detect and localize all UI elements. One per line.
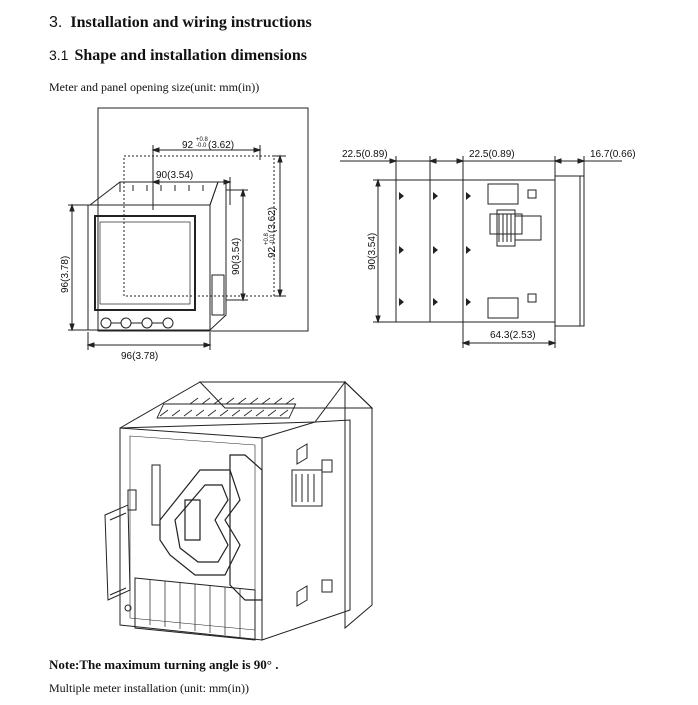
section-heading: 3. Installation and wiring instructions: [49, 14, 312, 32]
panel-cut-height-in-label: (3.62): [267, 207, 278, 233]
figure-caption: Meter and panel opening size(unit: mm(in…: [49, 80, 260, 94]
depth-label: 64.3(2.53): [490, 330, 536, 341]
display-window: [94, 215, 196, 311]
rear-3d-view: [104, 380, 374, 641]
spacing-right-label: 22.5(0.89): [469, 149, 515, 160]
section-number: 3.: [49, 14, 63, 31]
side-height-label: 90(3.54): [367, 233, 378, 270]
multiple-install-caption: Multiple meter installation (unit: mm(in…: [49, 681, 249, 695]
panel-cut-height-label: 92: [267, 246, 278, 258]
rear-clip: [211, 274, 225, 316]
panel-cut-width-tol-label: +0.8: [196, 137, 209, 143]
button-1-icon: [100, 317, 112, 329]
meter-front-bezel: [87, 204, 211, 331]
panel-cut-width-tol2-label: -0.0: [196, 143, 207, 149]
meter-stack: [395, 175, 585, 327]
side-connector: [291, 469, 323, 507]
panel-cutout: [123, 155, 275, 297]
button-2-icon: [120, 317, 132, 329]
depth-front-label: 16.7(0.66): [590, 149, 636, 160]
clamp-mechanism: [159, 454, 263, 601]
bottom-connector: [134, 577, 256, 641]
spacing-left-label: 22.5(0.89): [342, 149, 388, 160]
button-3-icon: [141, 317, 153, 329]
button-4-icon: [162, 317, 174, 329]
front-width-label: 96(3.78): [121, 351, 158, 362]
panel-cut-width-in-label: (3.62): [208, 140, 234, 151]
rear-top-face: [119, 381, 346, 429]
panel-cut-width-label: 92: [182, 140, 194, 151]
subsection-heading: 3.1 Shape and installation dimensions: [49, 47, 307, 65]
note-text: Note:The maximum turning angle is 90° .: [49, 657, 279, 672]
rear-face: [119, 427, 263, 641]
clamp-screw: [496, 209, 516, 247]
mounting-panel: [97, 107, 309, 332]
body-width-label: 90(3.54): [156, 170, 193, 181]
front-buttons: [100, 317, 174, 329]
subsection-title: Shape and installation dimensions: [74, 47, 307, 64]
panel-cut-height-tol2-label: -0.0: [270, 234, 276, 245]
front-view-drawing: [68, 107, 309, 350]
side-view-drawing: [340, 156, 622, 348]
subsection-number: 3.1: [49, 47, 69, 63]
body-height-label: 90(3.54): [231, 238, 242, 275]
rear-side-face: [261, 419, 351, 641]
panel-cut-height-tol-label: +0.8: [264, 232, 270, 245]
clip-triangles: [399, 192, 471, 306]
left-clip: [104, 504, 131, 601]
meter-top-face: [88, 181, 219, 206]
section-title: Installation and wiring instructions: [70, 14, 312, 31]
front-height-label: 96(3.78): [60, 256, 71, 293]
